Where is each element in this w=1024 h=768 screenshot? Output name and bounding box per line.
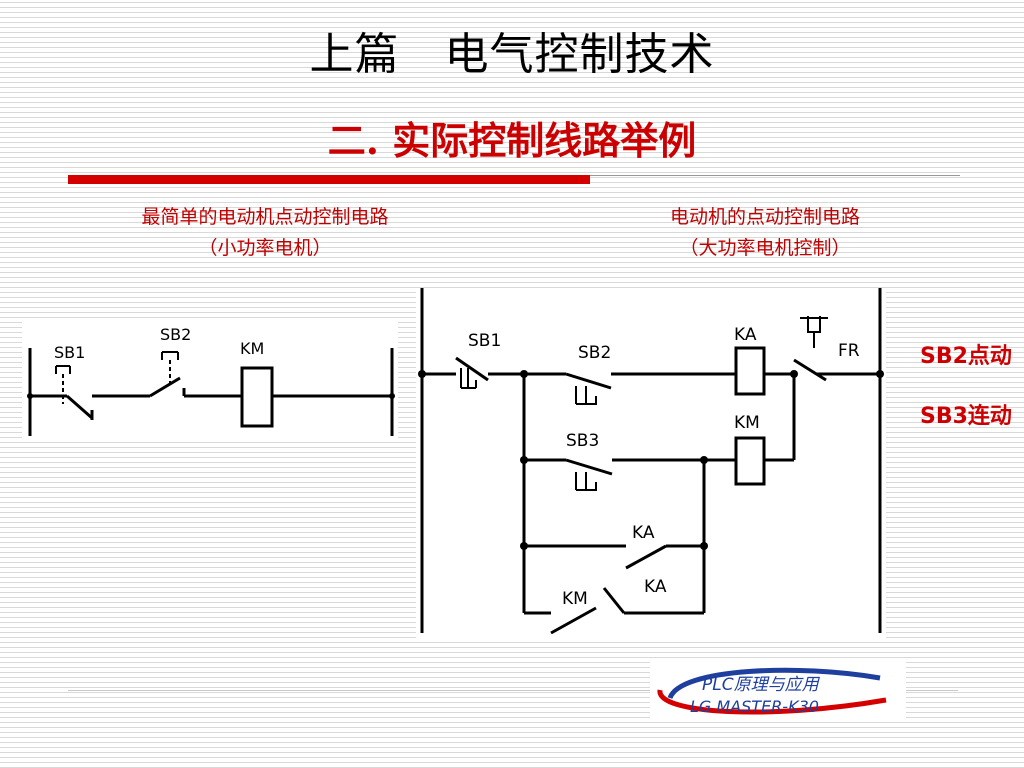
left-caption-line1: 最简单的电动机点动控制电路 bbox=[141, 206, 389, 228]
km-coil bbox=[240, 366, 274, 428]
note-sb2-jog: SB2点动 bbox=[920, 344, 1012, 369]
right-fr-label: FR bbox=[838, 341, 860, 361]
sb1-contact bbox=[455, 356, 489, 382]
left-sb1-label: SB1 bbox=[54, 343, 85, 362]
sb2-blade bbox=[149, 376, 181, 398]
right-ka-contact-lower-label: KA bbox=[644, 577, 667, 597]
right-caption: 电动机的点动控制电路 （大功率电机控制） bbox=[560, 202, 970, 264]
fr-contact bbox=[793, 358, 827, 382]
sb2-contact bbox=[565, 372, 612, 390]
right-caption-line2: （大功率电机控制） bbox=[679, 237, 851, 259]
course-logo: PLC原理与应用 LG MASTER-K30 bbox=[650, 660, 906, 722]
logo-line2: LG MASTER-K30 bbox=[690, 697, 819, 716]
left-circuit-diagram: SB1 SB2 KM bbox=[27, 325, 395, 436]
left-circuit-panel: SB1 SB2 KM bbox=[22, 318, 398, 440]
right-ka-coil-label: KA bbox=[734, 325, 757, 345]
sb3-contact bbox=[565, 458, 613, 476]
title-underline-bar bbox=[68, 175, 590, 184]
right-sb2-label: SB2 bbox=[578, 343, 611, 363]
right-circuit-panel: SB1 SB2 SB3 KA KM FR KA KA KM bbox=[416, 288, 886, 638]
ka-coil bbox=[734, 346, 766, 396]
logo-line1: PLC原理与应用 bbox=[702, 675, 821, 695]
right-caption-line1: 电动机的点动控制电路 bbox=[669, 206, 860, 228]
right-km-contact-label: KM bbox=[562, 589, 588, 609]
ka-contact-lower bbox=[602, 587, 626, 614]
slide-subtitle: 二. 实际控制线路举例 bbox=[327, 118, 697, 163]
right-sb1-label: SB1 bbox=[468, 331, 501, 351]
left-caption: 最简单的电动机点动控制电路 （小功率电机） bbox=[55, 202, 475, 264]
slide-title: 上篇 电气控制技术 bbox=[309, 29, 715, 80]
note-sb3-continuous: SB3连动 bbox=[920, 404, 1012, 429]
km-contact bbox=[550, 606, 597, 635]
left-km-label: KM bbox=[240, 339, 264, 358]
logo-graphic: PLC原理与应用 LG MASTER-K30 bbox=[657, 667, 887, 716]
left-caption-line2: （小功率电机） bbox=[198, 237, 332, 259]
left-sb2-label: SB2 bbox=[160, 325, 191, 344]
ka-contact-upper bbox=[625, 544, 667, 570]
right-circuit-diagram: SB1 SB2 SB3 KA KM FR KA KA KM bbox=[418, 288, 884, 635]
footer-divider bbox=[68, 690, 958, 691]
title-underline-thin bbox=[590, 175, 960, 176]
right-km-coil-label: KM bbox=[734, 413, 760, 433]
right-ka-contact-upper-label: KA bbox=[632, 523, 655, 543]
right-sb3-label: SB3 bbox=[566, 431, 599, 451]
sb1-blade bbox=[66, 394, 93, 420]
km-coil-right bbox=[734, 436, 766, 486]
